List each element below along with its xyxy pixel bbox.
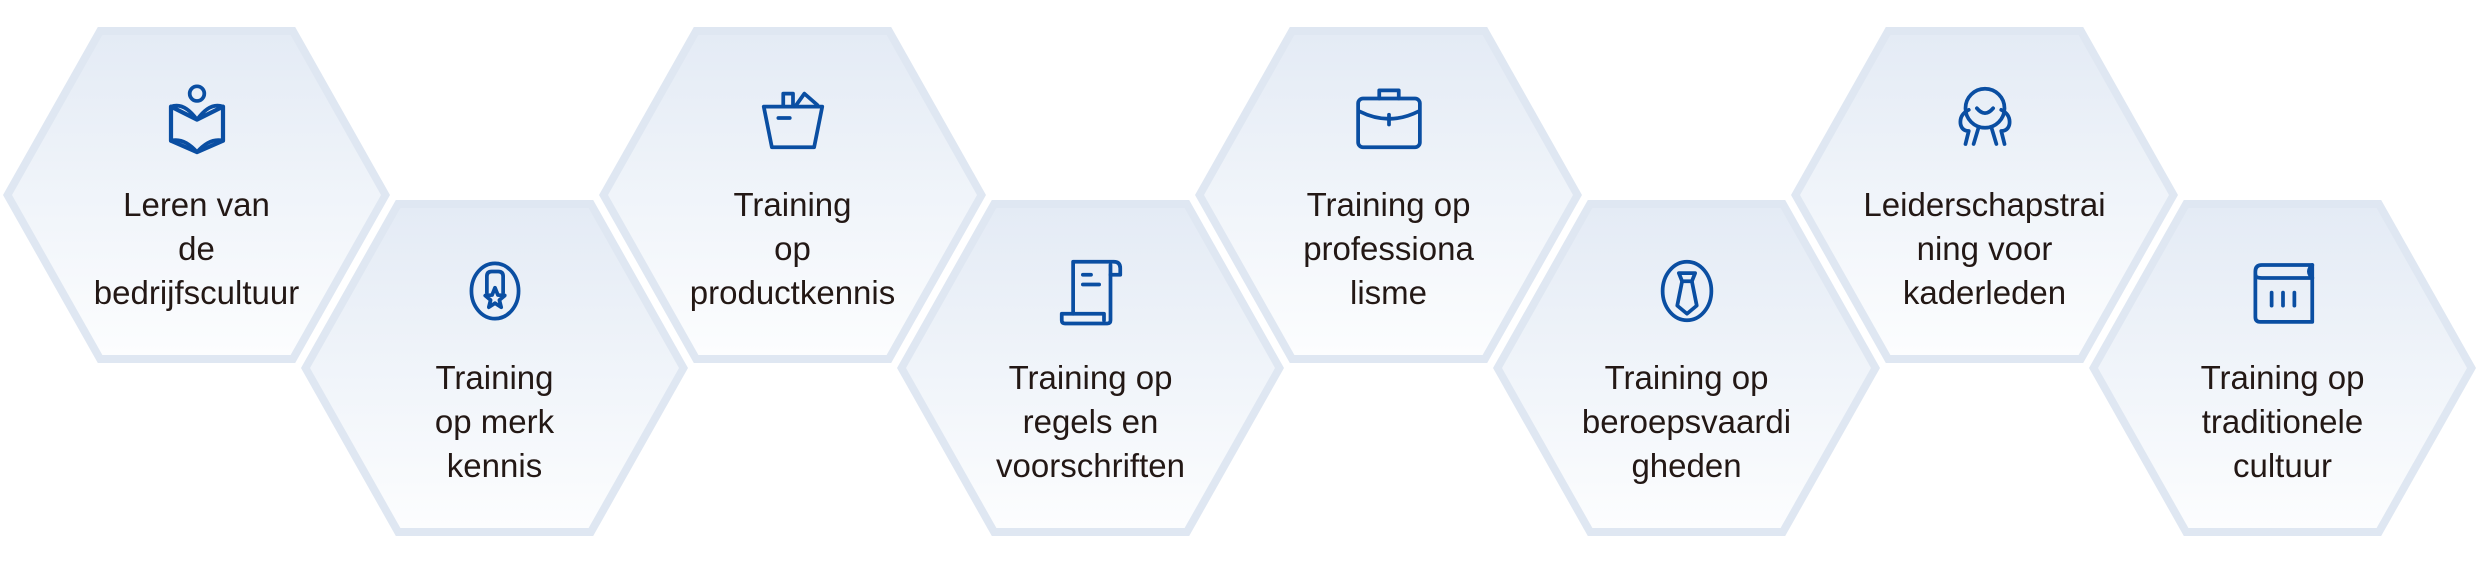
hex-item-company-culture: Leren van de bedrijfscultuur [3,27,390,363]
hex-label: Training op beroepsvaardi gheden [1581,359,1792,484]
hex-item-leadership: Leiderschapstrai ning voor kaderleden [1791,27,2178,363]
scroll-icon [1052,252,1130,330]
reading-book-icon [158,79,236,157]
badge-star-icon [456,252,534,330]
hex-item-professionalism: Training op professiona lisme [1195,27,1582,363]
book-icon [2244,252,2322,330]
hex-label: Training op regels en voorschriften [996,359,1185,484]
hex-label: Training op merk kennis [434,359,555,484]
hex-item-product-knowledge: Training op productkennis [599,27,986,363]
hex-item-brand-knowledge: Training op merk kennis [301,200,688,536]
hex-item-professional-skills: Training op beroepsvaardi gheden [1493,200,1880,536]
hex-label: Leiderschapstrai ning voor kaderleden [1863,186,2106,311]
basket-icon [754,79,832,157]
hex-item-traditional-culture: Training op traditionele cultuur [2089,200,2476,536]
hex-label: Leren van de bedrijfscultuur [93,186,300,311]
hex-item-rules-regulations: Training op regels en voorschriften [897,200,1284,536]
hex-label: Training op professiona lisme [1303,186,1474,311]
hex-label: Training op traditionele cultuur [2200,359,2365,484]
briefcase-icon [1350,79,1428,157]
hex-label: Training op productkennis [689,186,896,311]
tie-icon [1648,252,1726,330]
leader-icon [1946,79,2024,157]
